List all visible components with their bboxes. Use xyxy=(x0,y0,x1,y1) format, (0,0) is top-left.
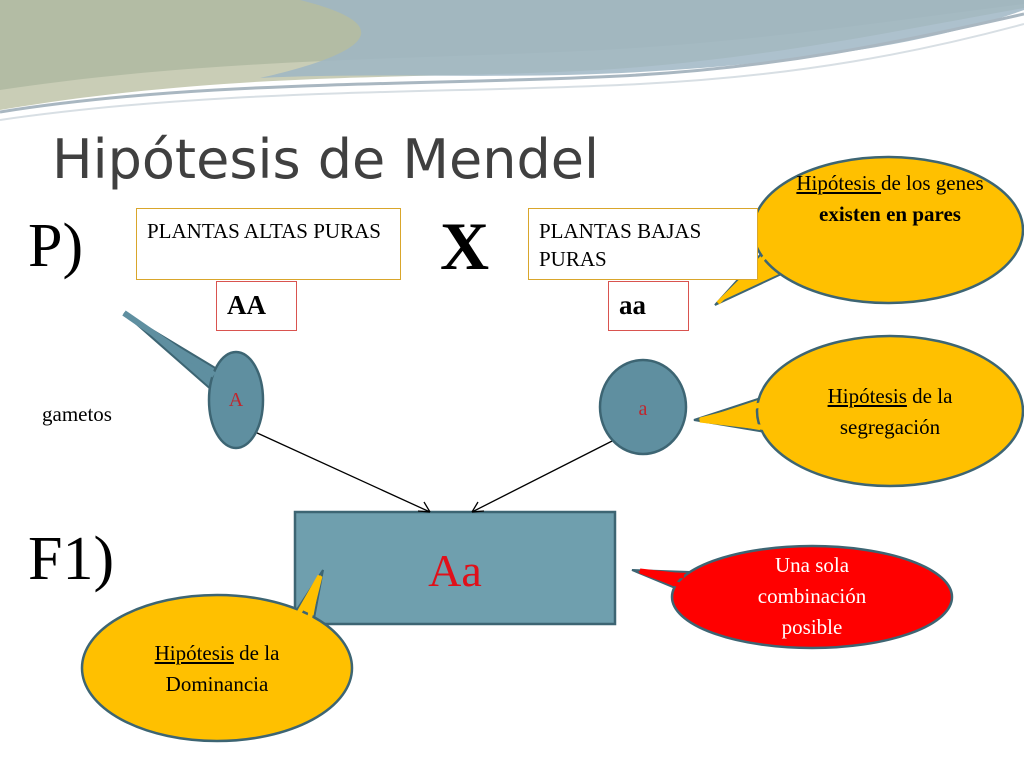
gamete-a-shape xyxy=(207,350,265,450)
f1-generation-label: F1) xyxy=(28,525,115,593)
callout-genes-bold: existen en pares xyxy=(819,202,961,226)
callout-genes-plain: de los genes xyxy=(880,171,984,195)
p-generation-label: P) xyxy=(28,212,84,280)
arrow-right xyxy=(471,435,623,513)
arrowhead-left xyxy=(417,501,431,513)
offspring-box xyxy=(293,510,617,626)
gamete-a-lower-shape xyxy=(598,358,688,456)
callout-dominance-hypothesis: Hipótesis xyxy=(154,641,234,665)
parent-left-genotype: AA xyxy=(216,281,297,331)
callout-combination-shape xyxy=(670,544,954,650)
gamete-a-letter: A xyxy=(228,389,244,411)
page-title: Hipótesis de Mendel xyxy=(52,128,599,191)
callout-segregation-text: Hipótesis de la segregación xyxy=(790,381,990,443)
offspring-genotype: Aa xyxy=(428,545,482,596)
callout-dominance-text: Hipótesis de la Dominancia xyxy=(127,638,307,700)
callout-segregation-plain: de la segregación xyxy=(839,384,953,439)
callout-genes-hypothesis: Hipótesis xyxy=(796,171,881,195)
parent-right-genotype: aa xyxy=(608,281,689,331)
callout-dominance-plain: de la Dominancia xyxy=(165,641,280,696)
parent-right-box: PLANTAS BAJAS PURAS xyxy=(528,208,758,280)
gametes-label: gametos xyxy=(42,402,112,426)
arrowhead-right xyxy=(471,501,485,513)
cross-symbol: X xyxy=(440,208,490,284)
callout-genes-text: Hipótesis de los genes existen en pares xyxy=(790,168,990,230)
callout-segregation-shape xyxy=(755,334,1024,488)
parent-left-box: PLANTAS ALTAS PURAS xyxy=(136,208,401,280)
header-decoration xyxy=(0,0,1024,121)
callout-combination-text: Una sola combinación posible xyxy=(757,553,867,639)
callout-dominance-shape xyxy=(80,593,354,743)
callout-segregation-hypothesis: Hipótesis xyxy=(827,384,907,408)
arrow-left xyxy=(254,431,431,513)
gamete-a-lower-letter: a xyxy=(638,398,648,420)
